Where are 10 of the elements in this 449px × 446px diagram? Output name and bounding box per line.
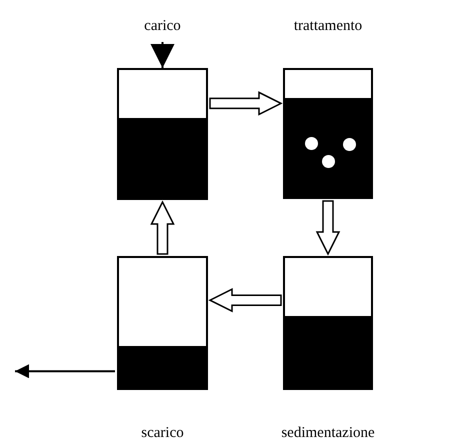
block-arrow bbox=[209, 91, 283, 116]
arrow bbox=[15, 364, 115, 378]
block-arrow bbox=[208, 288, 282, 312]
tank-label: sedimentazione bbox=[281, 424, 375, 443]
arrow bbox=[150, 42, 174, 68]
tank-label: carico bbox=[144, 17, 181, 36]
block-arrow bbox=[150, 200, 175, 255]
block-arrow bbox=[316, 200, 340, 256]
tank-label: scarico bbox=[141, 424, 184, 443]
tank-label: trattamento bbox=[294, 17, 362, 36]
